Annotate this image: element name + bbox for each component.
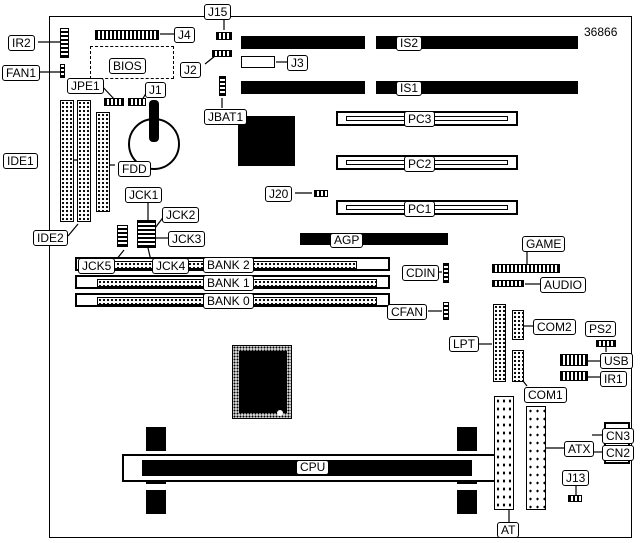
j13-jumper (568, 495, 582, 502)
jpe1-jumper (104, 98, 124, 106)
label-atx: ATX (564, 441, 595, 457)
ir1-connector (560, 371, 588, 381)
label-pc2: PC2 (404, 156, 436, 172)
ps2-connector (596, 340, 616, 347)
label-jck1: JCK1 (125, 187, 163, 203)
label-bank2: BANK 2 (203, 257, 254, 273)
label-ir1: IR1 (600, 371, 627, 387)
label-ide1: IDE1 (3, 153, 38, 169)
label-jck2: JCK2 (162, 207, 200, 223)
label-cdin: CDIN (402, 265, 440, 281)
cfan-connector (443, 302, 449, 320)
cpu-retainer-br2 (457, 490, 477, 514)
label-fan1: FAN1 (2, 65, 41, 81)
cdin-connector (443, 263, 449, 283)
cpu-retainer-tr (457, 427, 477, 451)
game-connector (492, 264, 560, 273)
lpt-connector (493, 304, 506, 382)
figure-id: 36866 (584, 25, 618, 39)
usb-connector (560, 354, 588, 366)
board-outline (49, 16, 632, 538)
fan1-header (60, 64, 65, 78)
fdd-connector (96, 112, 110, 212)
isa-slot-left-top (241, 36, 365, 49)
label-pc3: PC3 (404, 111, 436, 127)
label-bank0: BANK 0 (203, 293, 254, 309)
isa-slot-left-bottom (241, 81, 365, 94)
j1-jumper (128, 98, 146, 106)
j4-header (95, 30, 159, 40)
isa-slot-is1 (376, 81, 578, 94)
label-com1: COM1 (524, 387, 567, 403)
label-ir2: IR2 (8, 35, 35, 51)
label-is2: IS2 (396, 36, 423, 51)
label-j13: J13 (562, 470, 590, 486)
audio-connector (492, 280, 524, 287)
com2-connector (512, 310, 524, 340)
label-j1: J1 (145, 82, 166, 98)
ir2-header (60, 28, 69, 58)
label-fdd: FDD (118, 161, 151, 177)
label-bank1: BANK 1 (203, 275, 254, 291)
label-j3: J3 (287, 55, 308, 71)
label-cn3: CN3 (602, 428, 635, 444)
atx-power-connector (526, 406, 546, 510)
label-j20: J20 (265, 186, 293, 202)
label-jck5: JCK5 (78, 258, 116, 274)
label-game: GAME (522, 236, 566, 252)
label-jck3: JCK3 (168, 231, 206, 247)
isa-slot-is2 (376, 36, 578, 49)
j20-jumper (314, 190, 328, 197)
label-usb: USB (600, 353, 633, 369)
cpu-retainer-bl2 (146, 490, 166, 514)
ide2-connector (77, 100, 91, 222)
label-j15: J15 (204, 4, 232, 20)
label-audio: AUDIO (540, 277, 587, 293)
label-cpu: CPU (296, 460, 330, 475)
chipset (238, 116, 295, 166)
label-pc1: PC1 (404, 201, 436, 217)
label-agp: AGP (330, 233, 364, 248)
label-j2: J2 (180, 62, 201, 78)
ide1-connector (60, 100, 74, 222)
jck5-jumper (117, 225, 128, 247)
agp-slot (300, 233, 448, 245)
label-cn2: CN2 (602, 445, 635, 461)
label-jbat1: JBAT1 (204, 109, 248, 125)
label-j4: J4 (174, 27, 195, 43)
label-com2: COM2 (533, 319, 576, 335)
j2-jumper (212, 50, 232, 57)
label-jck4: JCK4 (152, 258, 190, 274)
jbat1-jumper (219, 76, 226, 96)
j15-jumper (216, 32, 232, 40)
com1-connector (512, 350, 524, 382)
label-at: AT (497, 522, 520, 538)
label-is1: IS1 (396, 81, 423, 96)
super-io-chip (239, 351, 287, 413)
j3-connector (241, 56, 275, 68)
battery-clip (149, 100, 159, 142)
chip-dot (277, 410, 283, 416)
jck-jumper-block (137, 220, 156, 248)
label-bios: BIOS (109, 58, 146, 74)
label-jpe1: JPE1 (67, 78, 104, 94)
label-ide2: IDE2 (33, 230, 68, 246)
label-ps2: PS2 (585, 321, 616, 337)
cpu-retainer-tl (146, 427, 166, 451)
label-cfan: CFAN (387, 304, 428, 320)
label-lpt: LPT (449, 336, 480, 352)
at-power-connector (494, 396, 514, 510)
